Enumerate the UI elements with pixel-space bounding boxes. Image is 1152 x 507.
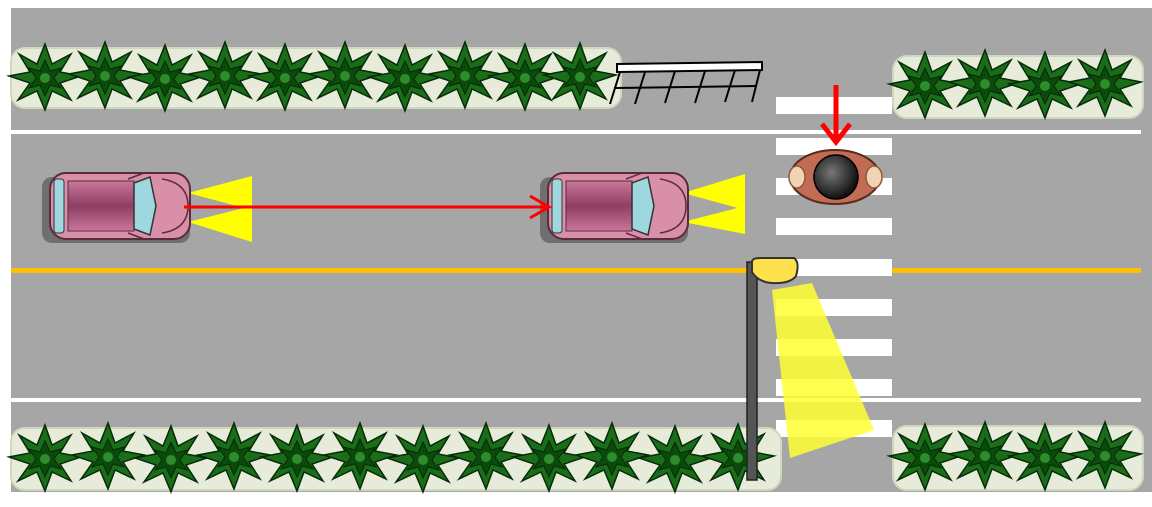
street-lamp (746, 257, 799, 481)
fence (609, 60, 763, 105)
hedge-bottom-right (888, 421, 1144, 491)
pedestrian-arrow (820, 85, 852, 147)
hedge-top-left (8, 41, 622, 112)
car-motion-arrow (184, 194, 552, 220)
pedestrian (788, 149, 883, 205)
hedge-top-right (888, 49, 1144, 119)
center-line (11, 268, 1141, 273)
lane-edge-line-top (11, 130, 1141, 134)
car-rear (41, 172, 191, 244)
hedge-bottom-left (8, 422, 782, 493)
lamp-light-cone (772, 283, 874, 458)
headlight-beam-rear-car (188, 176, 252, 242)
lane-edge-line-bottom (11, 398, 1141, 402)
headlight-beam-front-car (683, 174, 745, 234)
car-front (539, 172, 689, 244)
